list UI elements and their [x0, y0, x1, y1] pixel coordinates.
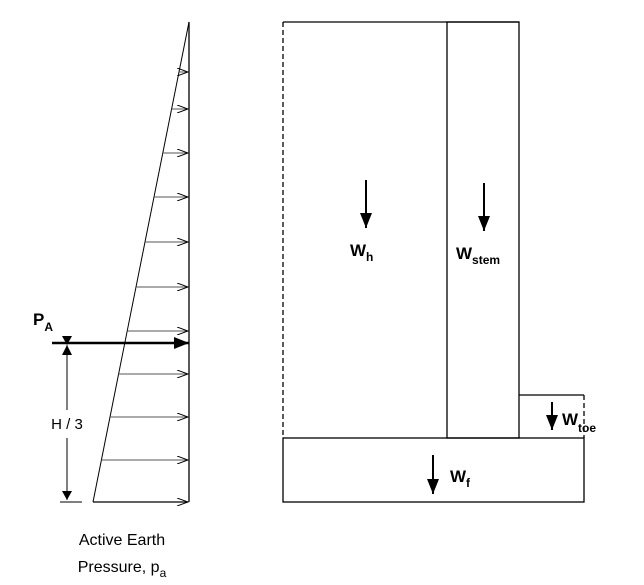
weights: Wh Wstem Wtoe Wf — [350, 180, 596, 494]
pressure-diagram: PA H / 3 Active Earth Pressure, pa — [33, 21, 190, 580]
pressure-triangle-edge — [92, 21, 190, 503]
caption-line1: Active Earth — [79, 532, 165, 549]
footing-weight-label: Wf — [450, 467, 471, 490]
caption-line2: Pressure, pa — [78, 559, 167, 580]
pressure-arrows — [93, 72, 188, 502]
footing — [282, 437, 585, 503]
toe-weight-label: Wtoe — [562, 410, 596, 435]
heel-weight-label: Wh — [350, 241, 373, 264]
resultant-label: PA — [33, 310, 53, 334]
wall-section — [282, 21, 585, 503]
stem-weight-label: Wstem — [456, 244, 500, 267]
dimension-arrowhead-up — [62, 345, 72, 355]
height-label: H / 3 — [51, 416, 83, 433]
